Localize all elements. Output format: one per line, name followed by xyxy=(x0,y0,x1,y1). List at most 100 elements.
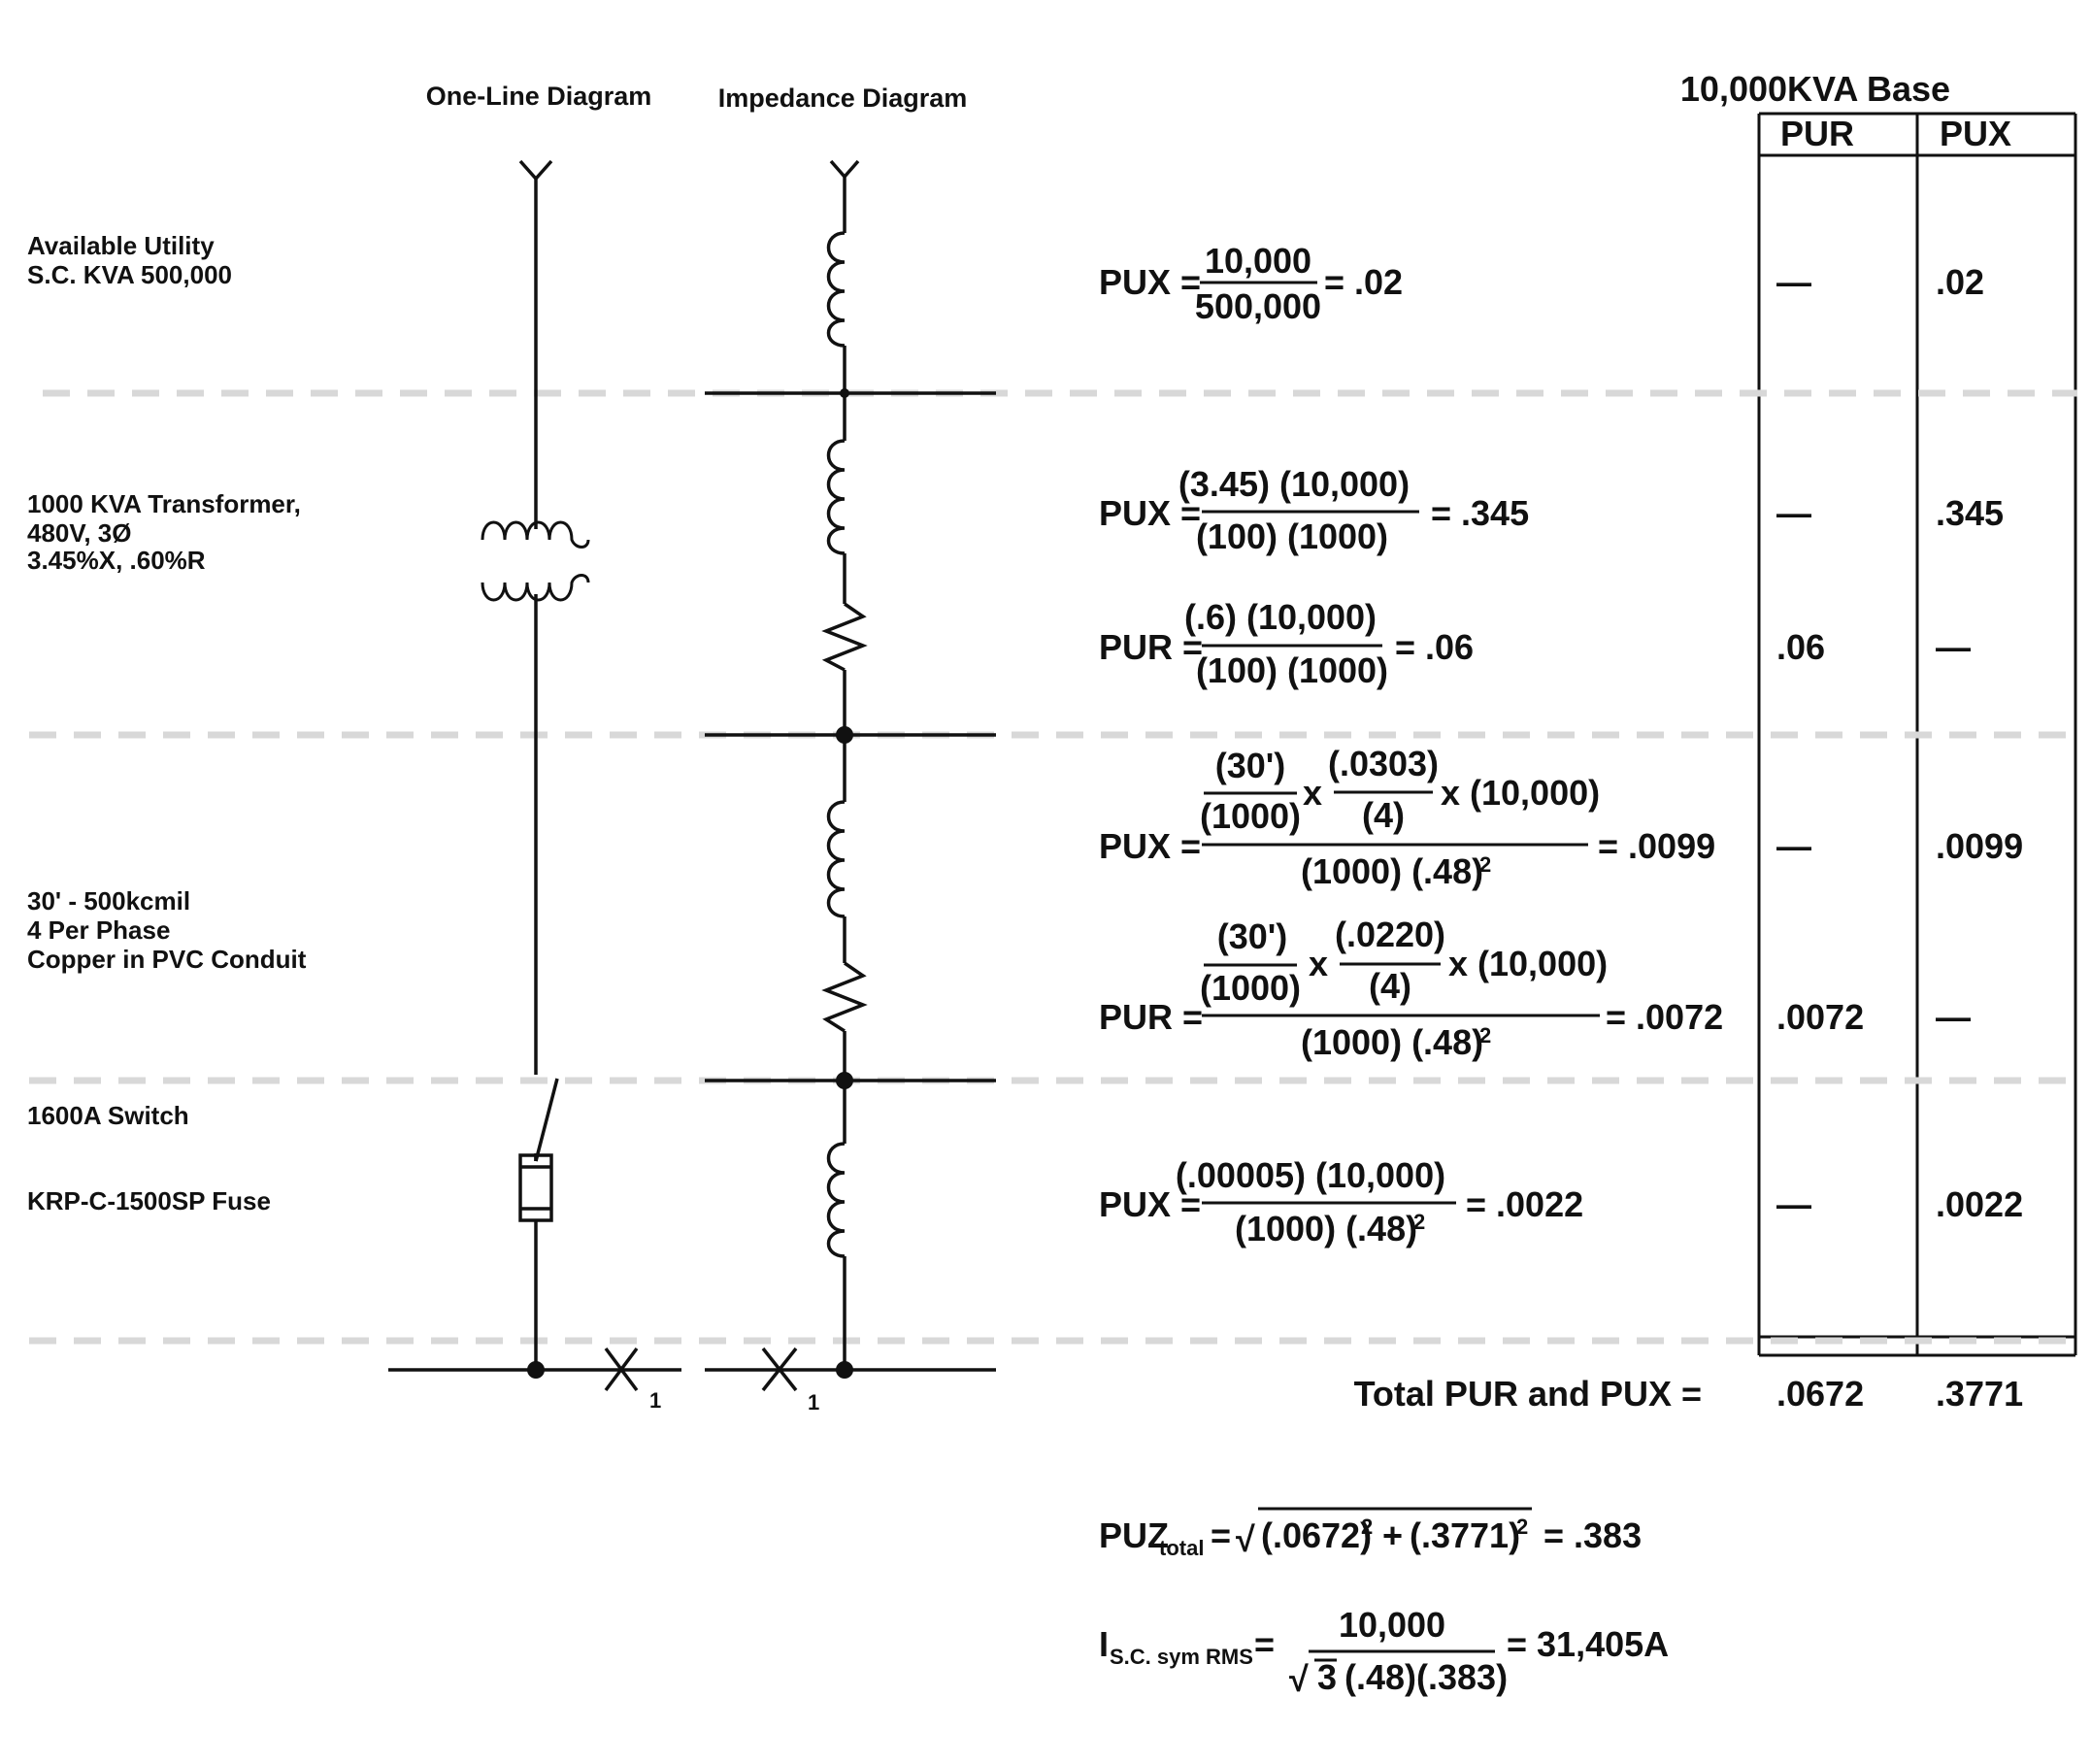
total-pur: .0672 xyxy=(1776,1374,1864,1414)
row3-pux: — xyxy=(1936,627,1971,667)
fuse-symbol xyxy=(518,1153,553,1222)
eq1-numerator: 10,000 xyxy=(1205,241,1311,281)
equation-cable-pur: PUR = (30') (1000) x (.0220) (4) x (10,0… xyxy=(1099,915,1723,1062)
transformer-reactance-coil xyxy=(826,439,846,555)
eq4-denominator: (1000) (.48) xyxy=(1301,851,1483,891)
eq6-denominator: (1000) (.48) xyxy=(1235,1209,1417,1248)
one-line-diagram-heading: One-Line Diagram xyxy=(426,82,652,111)
isc-numerator: 10,000 xyxy=(1339,1605,1445,1645)
puz-term-1-exponent: 2 xyxy=(1361,1514,1373,1539)
puz-result: = .383 xyxy=(1543,1515,1642,1555)
puz-term-1: (.0672) xyxy=(1261,1515,1372,1555)
pux-column-heading: PUX xyxy=(1940,114,2011,153)
puz-total-equation: PUZ total = √ (.0672) 2 + (.3771) 2 = .3… xyxy=(1099,1507,1642,1560)
eq4-result: = .0099 xyxy=(1598,826,1715,866)
impedance-diagram xyxy=(705,159,996,1392)
eq1-result: = .02 xyxy=(1324,262,1403,302)
eq6-lhs: PUX = xyxy=(1099,1184,1201,1224)
row2-pux: .345 xyxy=(1936,493,2004,533)
eq5-times-2: x (10,000) xyxy=(1448,944,1608,983)
fault-mark-impedance xyxy=(761,1347,798,1392)
cable-label-line-3: Copper in PVC Conduit xyxy=(27,945,307,974)
pur-column-heading: PUR xyxy=(1780,114,1854,153)
eq6-result: = .0022 xyxy=(1466,1184,1583,1224)
eq4-lhs: PUX = xyxy=(1099,826,1201,866)
isc-result: = 31,405A xyxy=(1507,1624,1669,1664)
totals-row: Total PUR and PUX = .0672 .3771 xyxy=(1354,1374,2023,1414)
impedance-diagram-heading: Impedance Diagram xyxy=(718,83,968,113)
eq5-result: = .0072 xyxy=(1606,997,1723,1037)
isc-radical: √ xyxy=(1289,1659,1309,1699)
eq1-denominator: 500,000 xyxy=(1195,286,1321,326)
eq2-denominator: (100) (1000) xyxy=(1196,516,1388,556)
fuse-reactance-coil xyxy=(826,1142,846,1258)
utility-label-line-1: Available Utility xyxy=(27,231,215,260)
eq6-numerator: (.00005) (10,000) xyxy=(1176,1155,1445,1195)
eq5-denominator: (1000) (.48) xyxy=(1301,1022,1483,1062)
fault-mark-one-line xyxy=(604,1347,639,1392)
cable-reactance-coil xyxy=(826,800,846,918)
puz-lhs-subscript: total xyxy=(1159,1536,1204,1560)
isc-lhs-subscript: S.C. sym RMS xyxy=(1110,1645,1253,1669)
row1-pur: — xyxy=(1776,262,1811,302)
eq2-lhs: PUX = xyxy=(1099,493,1201,533)
total-label: Total PUR and PUX = xyxy=(1354,1374,1702,1414)
eq2-result: = .345 xyxy=(1431,493,1529,533)
eq5-term2-numerator: (.0220) xyxy=(1335,915,1445,954)
fault-bus-node xyxy=(836,1361,853,1379)
switch-label: 1600A Switch xyxy=(27,1101,189,1130)
eq4-term1-numerator: (30') xyxy=(1215,746,1286,785)
row5-pux: — xyxy=(1936,997,1971,1037)
fuse-label: KRP-C-1500SP Fuse xyxy=(27,1186,271,1215)
transformer-label-line-2: 480V, 3Ø xyxy=(27,518,131,548)
equation-utility-pux: PUX = 10,000 500,000 = .02 xyxy=(1099,241,1403,326)
eq4-times-1: x xyxy=(1303,773,1322,813)
eq5-term1-numerator: (30') xyxy=(1217,916,1288,956)
puz-plus: + xyxy=(1382,1515,1403,1555)
transformer-label-line-3: 3.45%X, .60%R xyxy=(27,546,206,575)
eq1-lhs: PUX = xyxy=(1099,262,1201,302)
left-labels: Available Utility S.C. KVA 500,000 1000 … xyxy=(27,231,307,1215)
bus-3-node xyxy=(836,1072,853,1089)
row6-pux: .0022 xyxy=(1936,1184,2023,1224)
equation-cable-pux: PUX = (30') (1000) x (.0303) (4) x (10,0… xyxy=(1099,744,1715,891)
bus-2-node xyxy=(836,726,853,744)
fault-subscript-one-line: 1 xyxy=(649,1388,661,1413)
row6-pur: — xyxy=(1776,1184,1811,1224)
eq5-term2-denominator: (4) xyxy=(1369,966,1411,1006)
section-separators xyxy=(29,389,2077,1345)
row1-pux: .02 xyxy=(1936,262,1984,302)
utility-source-symbol xyxy=(518,159,553,182)
bus-1-node xyxy=(840,388,849,398)
eq5-term1-denominator: (1000) xyxy=(1200,968,1301,1008)
one-line-bus-node xyxy=(527,1361,545,1379)
puz-radical: √ xyxy=(1236,1519,1255,1559)
eq4-times-2: x (10,000) xyxy=(1441,773,1600,813)
transformer-label-line-1: 1000 KVA Transformer, xyxy=(27,489,301,518)
equation-transformer-pur: PUR = (.6) (10,000) (100) (1000) = .06 xyxy=(1099,597,1474,690)
one-line-diagram xyxy=(388,159,681,1392)
equation-fuse-pux: PUX = (.00005) (10,000) (1000) (.48) 2 =… xyxy=(1099,1155,1583,1248)
eq4-term2-denominator: (4) xyxy=(1362,795,1405,835)
eq4-term1-denominator: (1000) xyxy=(1200,796,1301,836)
transformer-resistor xyxy=(821,602,868,672)
eq6-denominator-exponent: 2 xyxy=(1413,1210,1425,1234)
eq3-numerator: (.6) (10,000) xyxy=(1184,597,1377,637)
cable-resistor xyxy=(821,961,868,1033)
eq4-denominator-exponent: 2 xyxy=(1479,852,1491,877)
table-frame xyxy=(1757,112,2077,1357)
isc-three: 3 xyxy=(1317,1657,1337,1697)
eq3-lhs: PUR = xyxy=(1099,627,1203,667)
transformer-symbol xyxy=(481,520,590,602)
eq5-times-1: x xyxy=(1309,944,1328,983)
switch-blade xyxy=(534,1078,559,1162)
row5-pur: .0072 xyxy=(1776,997,1864,1037)
utility-label-line-2: S.C. KVA 500,000 xyxy=(27,260,232,289)
base-heading: 10,000KVA Base xyxy=(1680,69,1950,109)
utility-reactance-coil xyxy=(826,231,846,348)
puz-equals: = xyxy=(1211,1515,1231,1555)
puz-term-2-exponent: 2 xyxy=(1516,1514,1528,1539)
eq5-denominator-exponent: 2 xyxy=(1479,1023,1491,1048)
eq5-lhs: PUR = xyxy=(1099,997,1203,1037)
